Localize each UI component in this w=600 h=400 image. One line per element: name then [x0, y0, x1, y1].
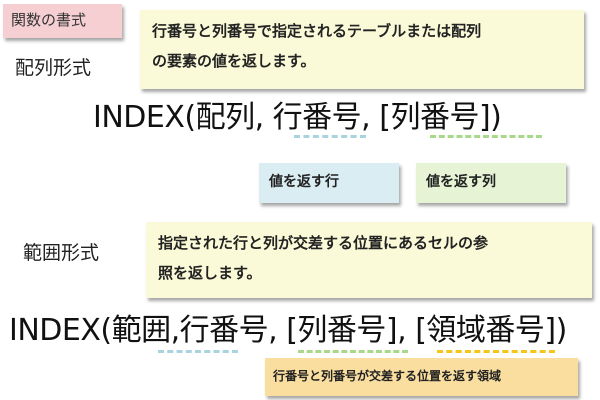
- array-form-description: 行番号と列番号で指定されるテーブルまたは配列 の要素の値を返します。: [140, 10, 584, 89]
- function-syntax-tag: 関数の書式: [3, 4, 122, 38]
- returns-column-note: 値を返す列: [416, 163, 566, 203]
- range-form-formula: INDEX(範囲,行番号, [列番号], [領域番号]): [9, 313, 567, 348]
- array-form-label: 配列形式: [15, 57, 92, 79]
- range-row-number-underline: [158, 350, 238, 353]
- array-form-formula: INDEX(配列, 行番号, [列番号]): [93, 100, 502, 135]
- array-form-description-line2: の要素の値を返します。: [152, 52, 316, 70]
- column-number-underline: [430, 135, 542, 138]
- array-form-description-line1: 行番号と列番号で指定されるテーブルまたは配列: [152, 22, 482, 40]
- range-column-number-underline: [298, 350, 408, 353]
- area-number-underline: [437, 350, 555, 353]
- range-form-description-line1: 指定された行と列が交差する位置にあるセルの参: [158, 234, 489, 252]
- range-form-description: 指定された行と列が交差する位置にあるセルの参 照を返します。: [146, 222, 592, 298]
- row-number-underline: [294, 135, 366, 138]
- returns-row-note: 値を返す行: [259, 163, 399, 203]
- range-form-label: 範囲形式: [23, 242, 100, 264]
- range-form-description-line2: 照を返します。: [158, 264, 262, 282]
- area-number-note: 行番号と列番号が交差する位置を返す領域: [265, 358, 578, 396]
